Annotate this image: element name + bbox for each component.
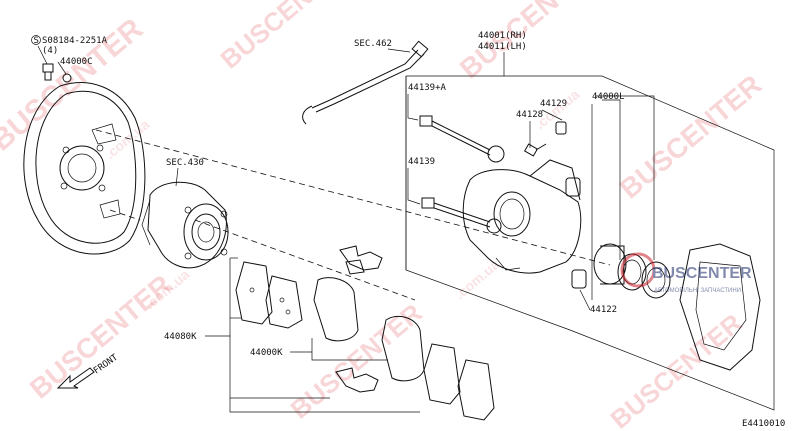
bolt-callout: S S08184-2251A (4) 44000C (31, 35, 108, 83)
label-pad-kit: 44080K (164, 332, 197, 342)
label-diagram-id: E4410010 (742, 419, 785, 429)
pad-kit-group (205, 245, 495, 421)
label-pin-a: 44139+A (408, 83, 447, 93)
bolt-icon (42, 63, 72, 83)
buscenter-logo: BUSCENTER АВТОМОБІЛЬНІ ЗАПЧАСТИНИ (620, 252, 752, 294)
label-sec-430: SEC.430 (166, 158, 204, 168)
label-pad-set: 44000K (250, 348, 283, 358)
guide-pin-upper (419, 115, 505, 163)
watermark-brand-2: BUSCENTER (215, 0, 358, 75)
caliper-box (405, 75, 775, 411)
standard-part-symbol-icon (31, 35, 41, 45)
watermark-brand-6: BUSCENTER (614, 69, 767, 205)
bleeder-screw (523, 143, 547, 157)
label-pin: 44139 (408, 157, 435, 167)
label-cap: 44129 (540, 99, 567, 109)
bleeder-cap (555, 121, 567, 135)
logo-text: BUSCENTER (652, 265, 752, 282)
label-bolt-qty: (4) (42, 46, 58, 56)
label-sec-462: SEC.462 (354, 39, 392, 49)
label-plate-part: 44000C (60, 57, 93, 67)
guide-pin-lower (421, 197, 502, 234)
front-arrow-icon (56, 367, 95, 389)
label-caliper-assy: 44000L (592, 92, 625, 102)
label-seal: 44122 (590, 305, 617, 315)
watermark-domain-4: .com.ua (452, 256, 503, 302)
label-caliper-lh: 44011(LH) (478, 42, 527, 52)
caliper-body (462, 159, 587, 289)
watermark-domain-1: .com.ua (102, 116, 153, 162)
svg-text:S: S (34, 36, 39, 46)
watermark-brand-3: BUSCENTER (454, 0, 607, 85)
caliper-bracket (679, 243, 761, 371)
wheel-hub (141, 181, 229, 269)
backing-plate (23, 82, 146, 255)
logo-subtext: АВТОМОБІЛЬНІ ЗАПЧАСТИНИ (654, 288, 741, 294)
label-bolt-part: S08184-2251A (42, 36, 108, 46)
label-caliper-rh: 44001(RH) (478, 31, 527, 41)
brake-hose (302, 40, 429, 125)
label-bleeder: 44128 (516, 110, 543, 120)
